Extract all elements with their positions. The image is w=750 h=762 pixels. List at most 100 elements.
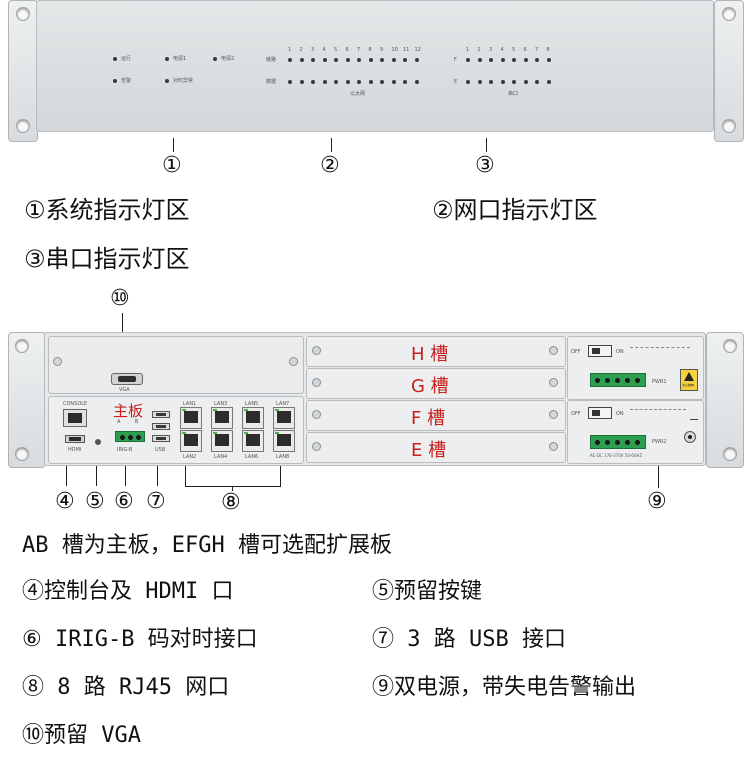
eth-link-led [391,58,396,62]
pwr2-label: PWR2 [652,439,667,445]
eth-data-led [357,80,361,84]
desc-5: ⑤预留按键 [372,579,483,604]
caption-serial-indicator: ③串口指示灯区 [24,245,190,273]
lan5-port[interactable] [242,407,264,429]
serial-f-led [546,58,551,62]
serial-port-number: 6 [523,47,527,53]
serial-f-led [523,58,528,62]
usb-port-3[interactable] [152,435,170,442]
power-spec-text: AC-DC 176-370V 50-60HZ [590,453,643,458]
console-label: CONSOLE [63,401,88,407]
console-port-opening [68,413,82,423]
ear-mounting-hole [723,447,737,461]
eth-link-led [380,58,384,62]
bracket-8-left [185,466,186,486]
desc-7: ⑦ 3 路 USB 接口 [372,627,566,652]
serial-f-led [512,58,516,62]
lan4-port[interactable] [211,430,233,452]
serial-e-led [535,80,539,84]
serial-port-number: 1 [466,47,470,53]
lan1-port[interactable] [180,407,202,429]
hdmi-port[interactable] [65,435,85,443]
ear-mounting-hole [722,7,736,21]
leader-line-5 [96,466,97,486]
module-screw [289,357,298,366]
eth-port-number: 2 [299,47,303,53]
irigb-terminal[interactable] [115,431,145,442]
eth-data-led [391,80,396,84]
lan6-port[interactable] [242,430,264,452]
usb-port-2[interactable] [152,423,170,430]
lan7-port[interactable] [273,407,295,429]
slot-screw [549,442,558,451]
pwr1-switch[interactable] [588,345,612,357]
eth-link-led [311,58,315,62]
serial-row-label-f: F [454,57,457,63]
serial-f-led [500,58,505,62]
eth-link-led [288,58,292,62]
eth-port-number: 12 [414,47,421,53]
pwr1-on-label: ON [616,349,624,355]
lan8-label: LAN8 [276,454,290,460]
front-left-ear [8,0,38,142]
lan3-port[interactable] [211,407,233,429]
eth-data-led [345,80,350,84]
serial-row-label-e: E [454,79,458,85]
serial-e-led [489,80,493,84]
mainboard-label: 主板 [113,402,144,420]
slot-a-label: A [117,419,121,425]
serial-group-label: 串口 [508,91,519,97]
eth-data-led [322,80,327,84]
caption-system-indicator: ①系统指示灯区 [24,196,190,224]
eth-port-number: 6 [345,47,349,53]
pwr2-on-label: ON [616,411,624,417]
serial-e-led [466,80,470,84]
lan3-label: LAN3 [214,401,228,407]
label-alarm: 告警 [121,78,132,84]
bracket-8-right [280,466,281,486]
slot-f-label: F 槽 [411,408,446,429]
pwr2-switch-rocker [592,410,600,416]
lan2-port[interactable] [180,430,202,452]
ear-mounting-hole [15,447,29,461]
high-voltage-warning-icon: 当心触电 [680,369,698,391]
reserved-button[interactable] [95,439,101,445]
serial-port-number: 3 [489,47,493,53]
eth-row-label-data: 数据 [266,79,277,85]
slot-screw [549,346,558,355]
slot-screw [549,410,558,419]
eth-port-number: 1 [288,47,292,53]
pwr1-terminal[interactable] [590,373,646,387]
usb-port-1[interactable] [152,411,170,418]
alarm-output-connector[interactable] [684,431,696,443]
desc-6: ⑥ IRIG-B 码对时接口 [22,627,258,652]
callout-2: ② [320,153,340,178]
led-timing-abnormal [165,79,169,83]
vga-module: VGA [48,336,304,394]
eth-link-led [403,58,407,62]
caption-ethernet-indicator: ②网口指示灯区 [432,196,598,224]
hdmi-port-opening [69,437,81,441]
eth-data-led [288,80,292,84]
desc-8: ⑧ 8 路 RJ45 网口 [22,675,230,700]
eth-led-row-link [288,58,428,64]
leader-line-6 [125,466,126,486]
eth-row-label-link: 链路 [266,57,277,63]
pwr2-off-label: OFF [571,411,581,417]
module-screw [53,357,62,366]
eth-link-led [414,58,419,62]
leader-line-9 [658,466,659,488]
eth-link-led [322,58,327,62]
callout-6: ⑥ [114,489,134,514]
ear-mounting-hole [16,119,30,133]
pwr2-switch[interactable] [588,407,612,419]
lan8-port[interactable] [273,430,295,452]
pwr2-terminal[interactable] [590,435,646,449]
rear-right-ear [706,332,744,468]
console-port[interactable] [63,409,87,427]
vga-port[interactable] [111,373,143,385]
vga-port-pins [118,376,136,382]
